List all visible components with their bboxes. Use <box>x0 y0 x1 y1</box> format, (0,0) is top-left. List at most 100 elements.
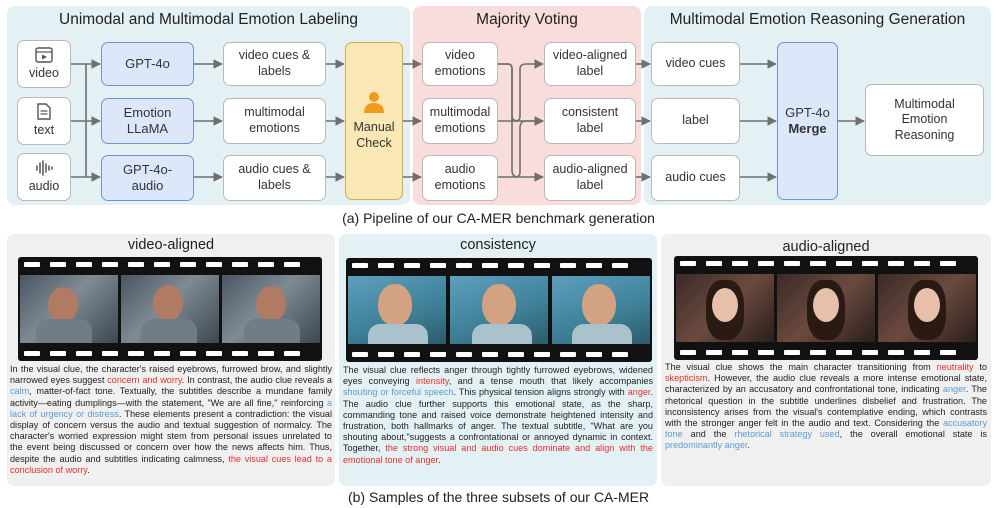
reasoning-text-segment: . However, the audio clue reveals a more… <box>665 373 987 395</box>
reasoning-audio-cues: audio cues <box>651 155 740 201</box>
pipeline-caption: (a) Pipeline of our CA-MER benchmark gen… <box>342 210 655 226</box>
audio-frame-1 <box>676 274 774 342</box>
film-sprocket-hole <box>612 352 628 357</box>
video-frame-1 <box>20 275 118 343</box>
video-frame-3 <box>222 275 320 343</box>
reasoning-label-text: label <box>682 113 709 128</box>
highlight-red-text: intensity <box>416 376 449 387</box>
film-sprocket-hole <box>732 261 748 266</box>
video-aligned-reasoning-text: In the visual clue, the character's rais… <box>10 364 332 476</box>
audio-aligned-title: audio-aligned <box>782 239 870 255</box>
manual-check-label: Manual Check <box>353 120 395 150</box>
reasoning-text-segment: . <box>87 464 90 475</box>
voting-multimodal-emotions-label: multimodal emotions <box>429 105 491 135</box>
consistency-filmstrip <box>346 258 652 362</box>
reasoning-text-segment: In the visual clue, the character's rais… <box>10 364 332 386</box>
highlight-blue-text: calm <box>10 386 30 397</box>
merge-model-label: GPT-4o <box>785 104 830 120</box>
film-sprocket-hole <box>430 352 446 357</box>
film-sprocket-hole <box>836 350 852 355</box>
highlight-blue-text: rhetorical strategy used <box>734 429 840 440</box>
video-input-label: video <box>29 65 59 80</box>
film-sprocket-hole <box>508 263 524 268</box>
film-sprocket-hole <box>154 351 170 356</box>
film-sprocket-hole <box>50 351 66 356</box>
film-sprocket-hole <box>232 262 248 267</box>
multimodal-emotions-label: multimodal emotions <box>244 105 305 135</box>
reasoning-audio-cues-label: audio cues <box>665 170 726 185</box>
text-input-label: text <box>33 123 55 138</box>
film-sprocket-hole <box>102 262 118 267</box>
film-sprocket-hole <box>128 262 144 267</box>
film-sprocket-hole <box>232 351 248 356</box>
reasoning-output-label: Multimodal Emotion Reasoning <box>894 96 955 142</box>
labeling-panel-title: Unimodal and Multimodal Emotion Labeling <box>59 11 358 28</box>
video-cues-label: video cues & labels <box>238 48 311 78</box>
consistency-reasoning-text: The visual clue reflects anger through t… <box>343 365 653 466</box>
film-sprocket-hole <box>206 351 222 356</box>
consistent-label-box: consistent label <box>544 98 636 144</box>
highlight-blue-text: predominantly anger <box>665 440 748 451</box>
film-sprocket-hole <box>784 261 800 266</box>
film-sprocket-hole <box>76 351 92 356</box>
document-icon <box>37 103 51 120</box>
reasoning-text-segment: . <box>747 440 750 451</box>
film-sprocket-hole <box>534 352 550 357</box>
video-icon <box>35 46 53 63</box>
consistent-label-text: consistent label <box>561 105 619 135</box>
film-sprocket-hole <box>862 261 878 266</box>
gpt4o-merge-box: GPT-4o Merge <box>777 42 838 200</box>
reasoning-text-segment: , and a tense mouth that likely accompan… <box>448 376 653 387</box>
emotion-llama-model: Emotion LLaMA <box>101 98 194 144</box>
manual-check-box: Manual Check <box>345 42 403 200</box>
film-sprocket-hole <box>758 261 774 266</box>
reasoning-text-segment: , matter-of-fact tone. Textually, the su… <box>10 386 332 408</box>
film-sprocket-hole <box>456 352 472 357</box>
film-sprocket-hole <box>914 350 930 355</box>
film-sprocket-hole <box>24 351 40 356</box>
film-sprocket-hole <box>706 261 722 266</box>
film-sprocket-hole <box>560 352 576 357</box>
film-sprocket-hole <box>534 263 550 268</box>
reasoning-text-segment: . These elements present a contradiction… <box>10 408 332 464</box>
film-sprocket-hole <box>862 350 878 355</box>
person-icon <box>364 92 384 114</box>
voting-audio-emotions: audio emotions <box>422 155 498 201</box>
film-sprocket-hole <box>456 263 472 268</box>
film-sprocket-hole <box>810 261 826 266</box>
film-sprocket-hole <box>888 261 904 266</box>
reasoning-text-segment: . The rhetorical question in the subtitl… <box>665 384 987 429</box>
reasoning-text-segment: . <box>438 454 441 465</box>
voting-multimodal-emotions: multimodal emotions <box>422 98 498 144</box>
film-sprocket-hole <box>560 263 576 268</box>
film-sprocket-hole <box>180 351 196 356</box>
reasoning-text-segment: . In contrast, the audio clue reveals a <box>181 375 332 386</box>
film-sprocket-hole <box>352 263 368 268</box>
text-input: text <box>17 97 71 145</box>
film-sprocket-hole <box>586 352 602 357</box>
audio-cues-label: audio cues & labels <box>238 162 311 192</box>
labeling-panel <box>7 6 410 205</box>
video-aligned-label-text: video-aligned label <box>552 48 628 78</box>
film-sprocket-hole <box>180 262 196 267</box>
reasoning-output-box: Multimodal Emotion Reasoning <box>865 84 984 156</box>
audio-aligned-filmstrip <box>674 256 978 360</box>
video-aligned-filmstrip <box>18 257 322 361</box>
reasoning-text-segment: , the overall emotional state is <box>839 429 987 440</box>
reasoning-text-segment: and the <box>682 429 735 440</box>
film-sprocket-hole <box>154 262 170 267</box>
film-sprocket-hole <box>50 262 66 267</box>
highlight-red-text: skepticism <box>665 373 708 384</box>
reasoning-video-cues: video cues <box>651 42 740 86</box>
film-sprocket-hole <box>680 350 696 355</box>
reasoning-text-segment: The visual clue shows the main character… <box>665 362 937 372</box>
film-sprocket-hole <box>758 350 774 355</box>
video-frame-2 <box>121 275 219 343</box>
film-sprocket-hole <box>940 261 956 266</box>
film-sprocket-hole <box>284 262 300 267</box>
consistency-frame-2 <box>450 276 548 344</box>
audio-aligned-reasoning-text: The visual clue shows the main character… <box>665 362 987 452</box>
film-sprocket-hole <box>586 263 602 268</box>
gpt4o-model-label: GPT-4o <box>125 55 170 71</box>
film-sprocket-hole <box>810 350 826 355</box>
